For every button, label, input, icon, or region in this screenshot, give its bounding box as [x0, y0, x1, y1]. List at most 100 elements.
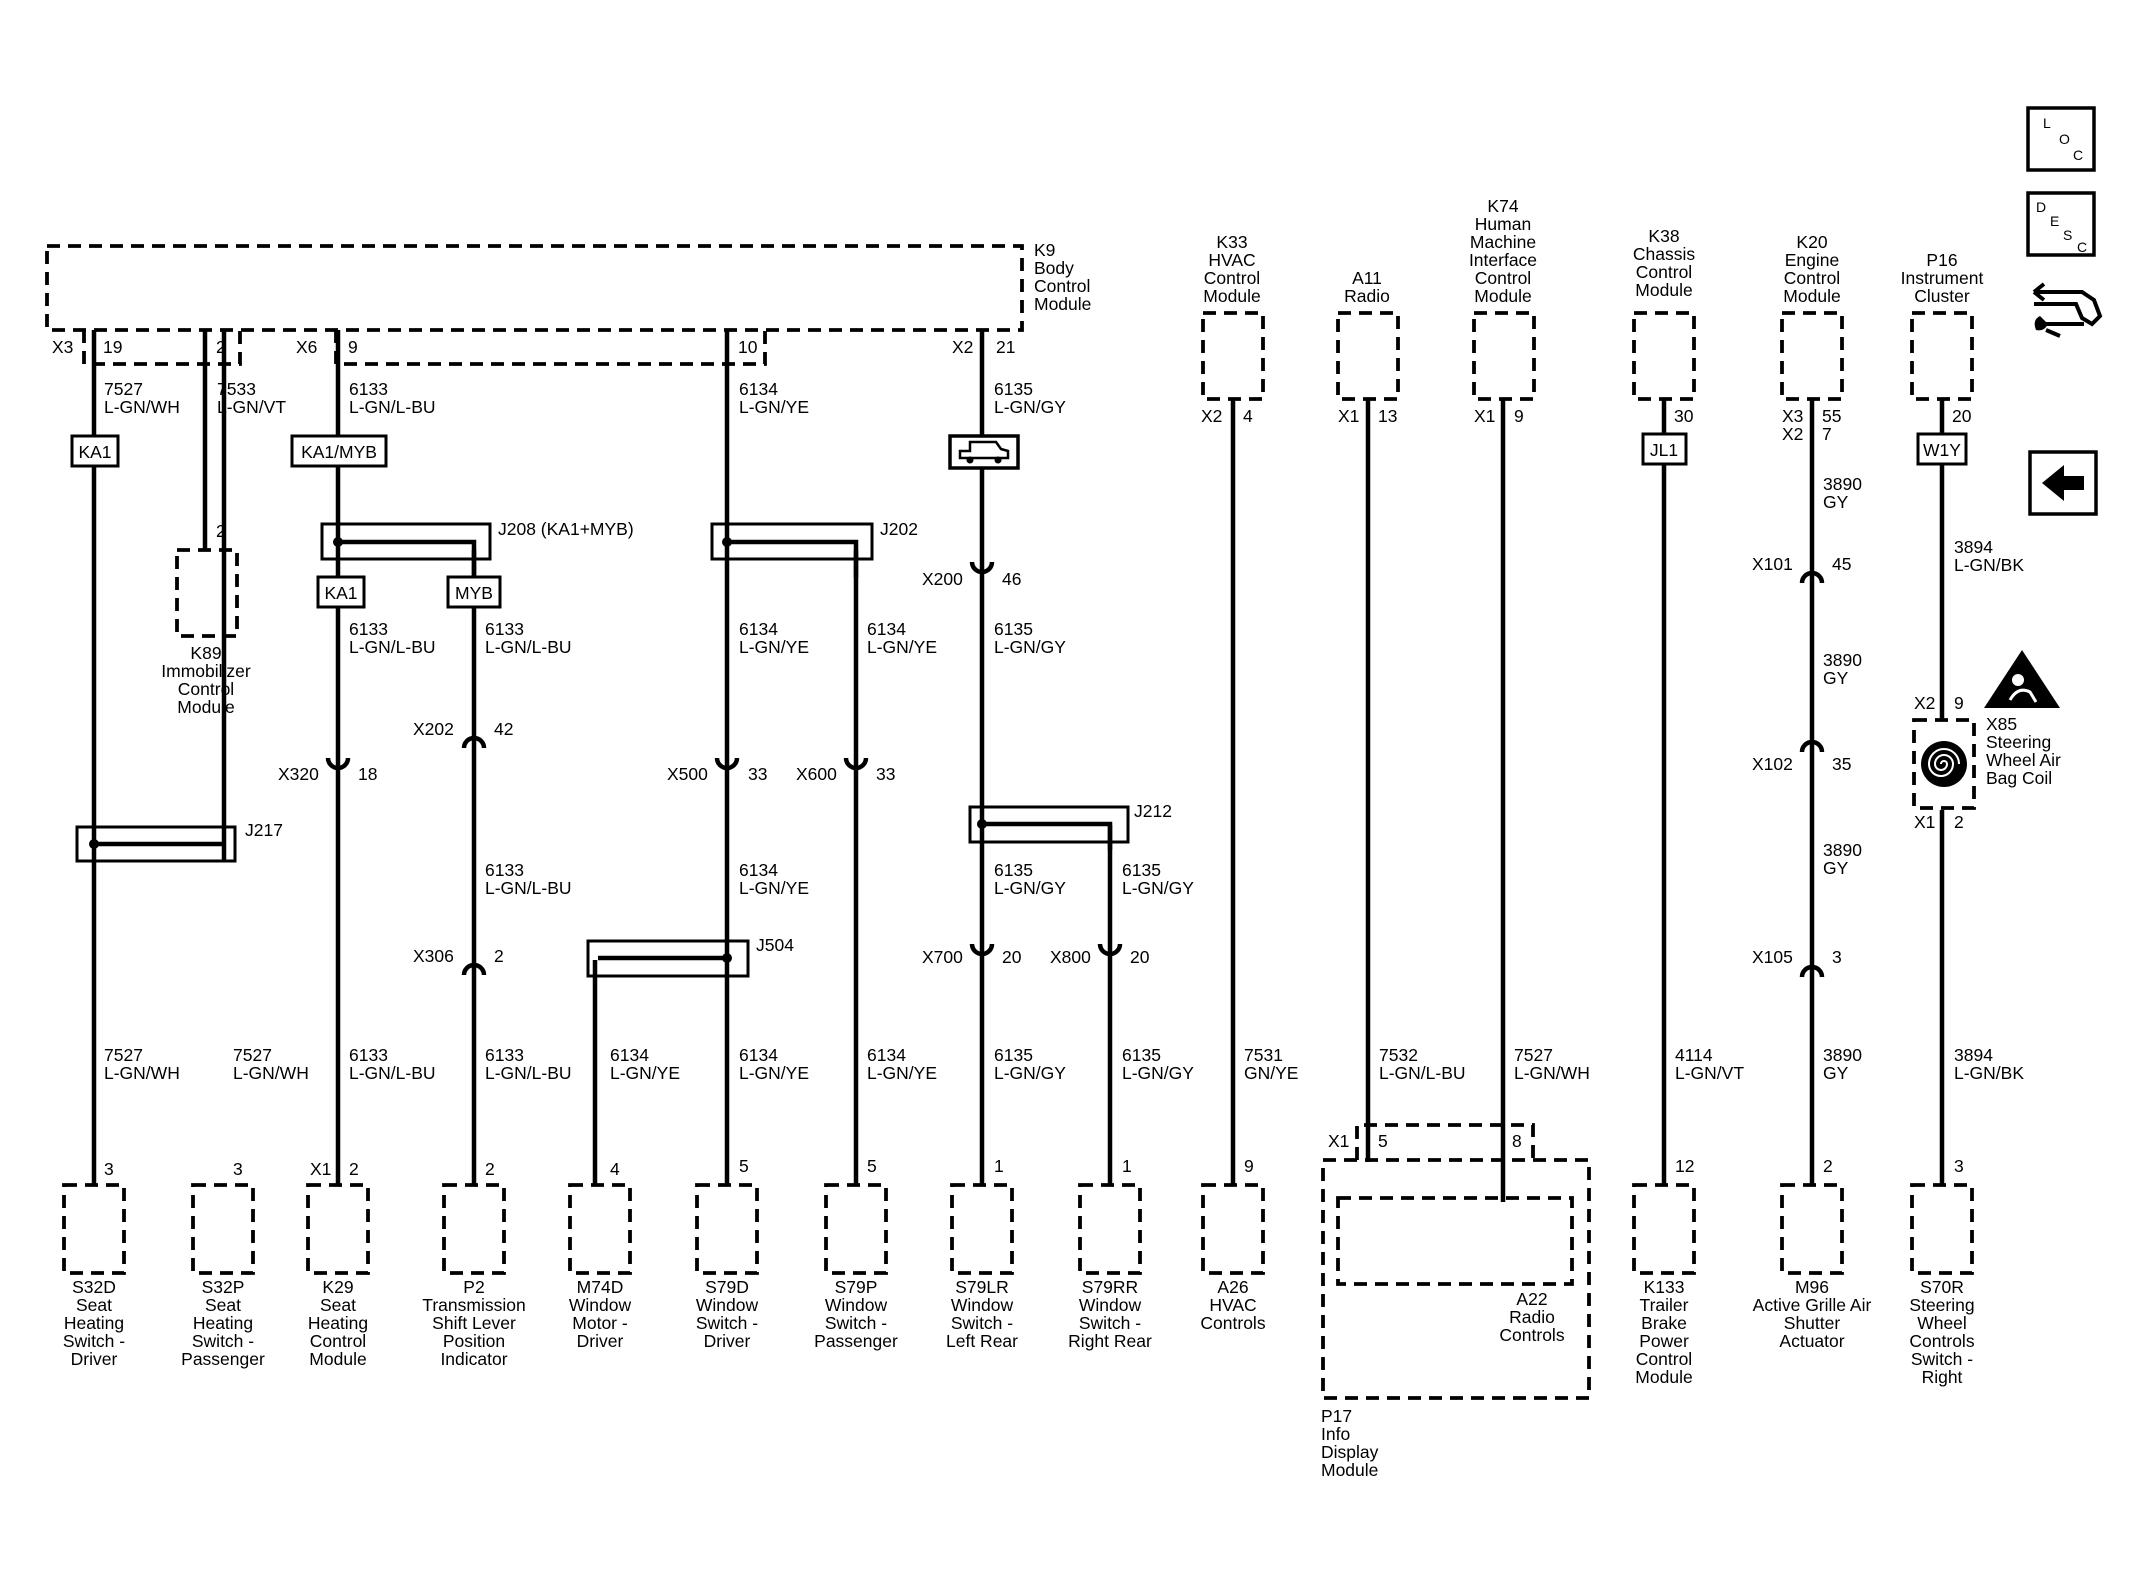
svg-text:Switch -: Switch - [696, 1313, 758, 1333]
svg-text:L-GN/GY: L-GN/GY [994, 397, 1066, 417]
wiring-harness-icon[interactable] [2032, 282, 2103, 338]
svg-text:9: 9 [1244, 1156, 1254, 1176]
svg-text:MYB: MYB [455, 583, 493, 603]
svg-text:6133: 6133 [349, 1045, 388, 1065]
svg-text:L-GN/GY: L-GN/GY [994, 637, 1066, 657]
svg-text:L-GN/L-BU: L-GN/L-BU [349, 397, 436, 417]
svg-text:6134: 6134 [739, 1045, 778, 1065]
svg-text:Body: Body [1034, 258, 1074, 278]
svg-text:L-GN/L-BU: L-GN/L-BU [349, 637, 436, 657]
bottom-component-boxes [62, 1183, 1974, 1275]
svg-text:Module: Module [1034, 294, 1091, 314]
svg-text:9: 9 [348, 337, 358, 357]
svg-text:33: 33 [876, 764, 895, 784]
svg-text:Controls: Controls [1499, 1325, 1564, 1345]
bottom-component-labels: S32D Seat Heating Switch - Driver S32P S… [63, 1277, 1975, 1387]
svg-text:Window: Window [696, 1295, 759, 1315]
svg-text:3894: 3894 [1954, 1045, 1993, 1065]
svg-text:GY: GY [1823, 1063, 1849, 1083]
svg-text:3890: 3890 [1823, 840, 1862, 860]
svg-text:K9: K9 [1034, 240, 1055, 260]
svg-text:L-GN/L-BU: L-GN/L-BU [485, 878, 572, 898]
svg-text:Module: Module [1635, 280, 1692, 300]
svg-text:Trailer: Trailer [1640, 1295, 1689, 1315]
svg-text:L-GN/BK: L-GN/BK [1954, 1063, 2024, 1083]
svg-text:3894: 3894 [1954, 537, 1993, 557]
svg-text:Position: Position [443, 1331, 505, 1351]
svg-text:L-GN/WH: L-GN/WH [233, 1063, 309, 1083]
svg-text:Module: Module [1474, 286, 1531, 306]
svg-text:9: 9 [1954, 693, 1964, 713]
svg-text:Bag Coil: Bag Coil [1986, 768, 2052, 788]
svg-text:X3: X3 [52, 337, 73, 357]
svg-text:S32D: S32D [72, 1277, 116, 1297]
svg-text:P17: P17 [1321, 1406, 1352, 1426]
svg-text:W1Y: W1Y [1923, 440, 1961, 460]
svg-text:Window: Window [825, 1295, 888, 1315]
circuit-labels: 7527 L-GN/WH 7533 L-GN/VT 6133 L-GN/L-BU… [104, 379, 2024, 1083]
svg-text:Shutter: Shutter [1784, 1313, 1841, 1333]
svg-text:8: 8 [1512, 1131, 1522, 1151]
k9-label: K9 Body Control Module [1034, 240, 1091, 314]
svg-text:6134: 6134 [867, 1045, 906, 1065]
svg-text:Controls: Controls [1200, 1313, 1265, 1333]
svg-text:Seat: Seat [76, 1295, 112, 1315]
svg-text:45: 45 [1832, 554, 1851, 574]
svg-text:7: 7 [1822, 424, 1832, 444]
svg-text:6133: 6133 [349, 619, 388, 639]
svg-text:GY: GY [1823, 668, 1849, 688]
svg-text:X306: X306 [413, 946, 454, 966]
svg-text:X200: X200 [922, 569, 963, 589]
svg-text:Switch -: Switch - [825, 1313, 887, 1333]
svg-text:K33: K33 [1216, 232, 1247, 252]
svg-text:X2: X2 [1914, 693, 1935, 713]
svg-text:2: 2 [1954, 812, 1964, 832]
svg-text:3: 3 [233, 1159, 243, 1179]
p17-module: X1 5 8 A22 Radio Controls P17 Info Displ… [1321, 1123, 1591, 1480]
j212-splice: J212 [968, 801, 1172, 850]
svg-text:6135: 6135 [1122, 1045, 1161, 1065]
svg-text:P16: P16 [1926, 250, 1957, 270]
svg-text:7527: 7527 [104, 1045, 143, 1065]
svg-text:6135: 6135 [994, 860, 1033, 880]
svg-text:JL1: JL1 [1650, 440, 1678, 460]
svg-text:Seat: Seat [205, 1295, 241, 1315]
j504-splice: J504 [586, 935, 794, 978]
m74d-label: M74D Window Motor - Driver [569, 1277, 632, 1351]
svg-text:Controls: Controls [1909, 1331, 1974, 1351]
s79lr-label: S79LR Window Switch - Left Rear [946, 1277, 1018, 1351]
svg-text:6133: 6133 [485, 619, 524, 639]
desc-button[interactable]: D E S C [2026, 191, 2096, 257]
svg-text:Shift Lever: Shift Lever [432, 1313, 516, 1333]
svg-text:X2: X2 [1782, 424, 1803, 444]
k38-module: K38 Chassis Control Module 30 [1632, 226, 1696, 426]
inline-connectors [325, 561, 1825, 978]
svg-text:42: 42 [494, 719, 513, 739]
svg-text:L-GN/L-BU: L-GN/L-BU [1379, 1063, 1466, 1083]
svg-text:Seat: Seat [320, 1295, 356, 1315]
svg-text:Interface: Interface [1469, 250, 1537, 270]
loc-button[interactable]: L O C [2026, 106, 2096, 172]
k9-x3-connector [82, 330, 242, 366]
svg-text:Control: Control [1784, 268, 1840, 288]
svg-text:L-GN/GY: L-GN/GY [994, 878, 1066, 898]
svg-text:D: D [2036, 199, 2046, 215]
x85-clockspring: X2 9 X1 2 X85 Steering Wheel Air Bag Coi… [1912, 693, 2061, 832]
svg-text:Switch -: Switch - [192, 1331, 254, 1351]
svg-text:Driver: Driver [577, 1331, 624, 1351]
svg-text:S: S [2063, 227, 2072, 243]
back-arrow-icon[interactable] [2028, 450, 2098, 516]
svg-text:K20: K20 [1796, 232, 1827, 252]
svg-text:GN/YE: GN/YE [1244, 1063, 1298, 1083]
k29-label: K29 Seat Heating Control Module [308, 1277, 368, 1369]
svg-text:L-GN/GY: L-GN/GY [1122, 878, 1194, 898]
svg-text:L-GN/VT: L-GN/VT [217, 397, 286, 417]
svg-text:2: 2 [1823, 1156, 1833, 1176]
svg-text:Left Rear: Left Rear [946, 1331, 1018, 1351]
svg-text:Wheel Air: Wheel Air [1986, 750, 2061, 770]
svg-text:M96: M96 [1795, 1277, 1829, 1297]
svg-text:E: E [2050, 213, 2059, 229]
svg-text:Passenger: Passenger [181, 1349, 265, 1369]
svg-text:2: 2 [216, 337, 226, 357]
svg-text:Heating: Heating [193, 1313, 253, 1333]
